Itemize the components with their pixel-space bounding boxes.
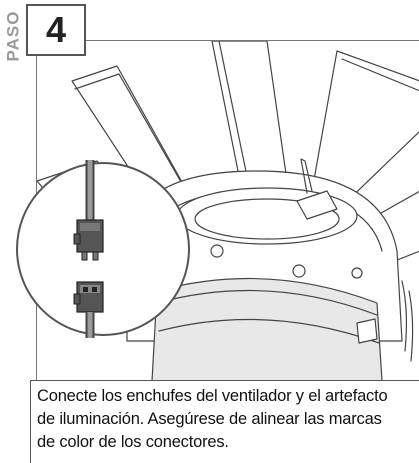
bolt-right: [292, 264, 306, 278]
connector-detail-drawing: [16, 160, 190, 338]
light-kit-housing: [151, 277, 383, 381]
bolt-left: [210, 244, 224, 258]
fan-blade-left-edge: [74, 73, 186, 190]
step-number-box: 4: [26, 4, 86, 56]
motor-top-plate-inner: [194, 198, 340, 240]
housing-clip: [356, 318, 378, 344]
caption-line-3: de color de los conectores.: [37, 433, 229, 451]
fan-blade-right: [311, 50, 419, 212]
bolt-far: [351, 267, 363, 279]
caption-line-2: de iluminación. Asegúrese de alinear las…: [37, 410, 382, 428]
fan-motor-drawing: [37, 41, 419, 381]
caption-line-1: Conecte los enchufes del ventilador y el…: [37, 387, 388, 405]
light-kit-rim: [156, 289, 378, 316]
step-label: PASO: [0, 6, 26, 66]
fan-blade-right-edge: [341, 58, 419, 92]
caption-box: Conecte los enchufes del ventilador y el…: [30, 380, 419, 463]
connector-detail-inset: [14, 160, 192, 338]
light-kit-rim-lower: [158, 318, 380, 344]
upper-plug-icon: [73, 219, 104, 261]
right-wires: [401, 280, 414, 362]
step-label-text: PASO: [3, 10, 23, 62]
lower-plug-icon: [73, 281, 104, 313]
fan-illustration: [36, 40, 419, 381]
hub-wire: [300, 158, 313, 194]
step-number: 4: [45, 9, 67, 50]
hub-bracket: [296, 190, 338, 220]
fan-blade-center-edge: [218, 41, 250, 187]
